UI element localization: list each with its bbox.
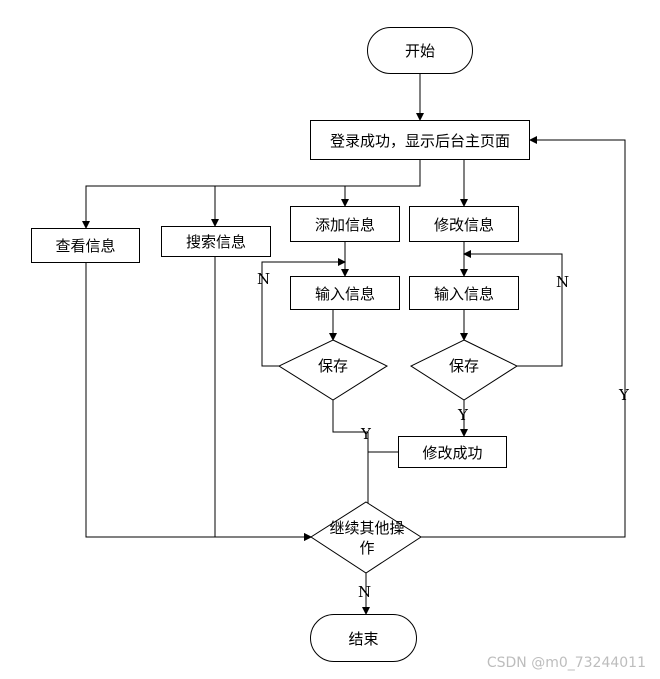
edge-search-continue: [214, 256, 312, 541]
search-node: 搜索信息: [161, 226, 271, 257]
modify-node: 修改信息: [409, 206, 519, 242]
edge-continue-yes: [421, 136, 626, 538]
save-add-yes-label: Y: [361, 425, 371, 443]
decision-save-modify: [409, 339, 519, 401]
continue-no-label: N: [358, 583, 372, 601]
save-add-label: 保存: [317, 357, 348, 375]
login-node: 登录成功，显示后台主页面: [310, 120, 530, 160]
decision-continue: [310, 501, 422, 574]
save-add-no-label: N: [257, 270, 271, 288]
continue-yes-label: Y: [619, 386, 629, 404]
add-node: 添加信息: [290, 206, 400, 242]
save-modify-no-label: N: [556, 273, 570, 291]
input-add-node: 输入信息: [290, 276, 400, 310]
continue-label: 继续其他操作: [329, 519, 405, 557]
edge-login-bus: [82, 160, 421, 229]
input-modify-node: 输入信息: [409, 276, 519, 310]
modify-success-node: 修改成功: [398, 436, 507, 468]
view-node: 查看信息: [31, 228, 140, 263]
edge-save-add-yes: [332, 400, 372, 513]
start-node: 开始: [367, 27, 473, 74]
edge-save-add-no: [261, 258, 346, 367]
save-modify-yes-label: Y: [458, 406, 468, 424]
save-modify-label: 保存: [448, 357, 479, 375]
edge-success-continue: [364, 451, 398, 513]
watermark: CSDN @m0_73244011: [486, 655, 646, 671]
edge-view-continue: [85, 262, 312, 541]
decision-save-add: [277, 339, 389, 401]
end-node: 结束: [310, 614, 417, 662]
edge-save-modify-no: [463, 250, 563, 367]
